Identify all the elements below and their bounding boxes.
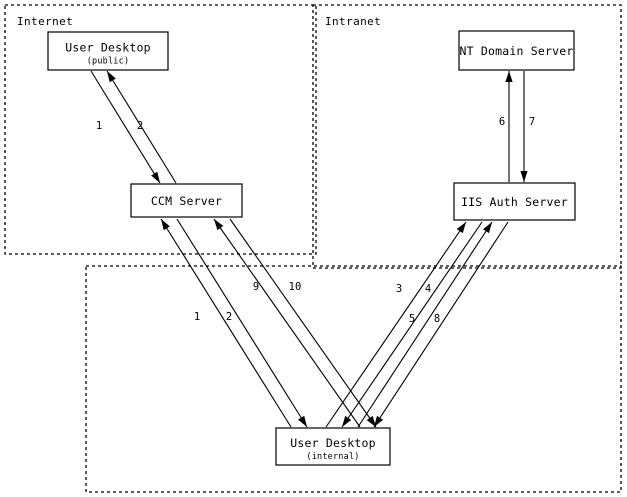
flow-line-flow-2-public	[106, 70, 177, 184]
zone-boundary-intranet	[312, 4, 622, 269]
flow-line-flow-10	[229, 218, 377, 428]
zone-boundaries-layer: Internet Intranet	[4, 4, 622, 493]
arrow-head-flow-2-public	[107, 71, 116, 83]
arrow-head-flow-2-internal	[298, 415, 307, 427]
flow-line-flow-3	[325, 221, 467, 428]
arrow-head-flow-6	[505, 71, 513, 82]
flow-number-labels-layer: 1 2 1 2 3 4 5 8 6 7 9 10	[96, 116, 535, 325]
flow-label-flow-6: 6	[499, 116, 505, 128]
node-box-ccm-server[interactable]	[130, 183, 243, 218]
flow-flow-9	[213, 218, 361, 428]
flow-label-flow-9: 9	[253, 281, 259, 293]
flow-flow-8	[373, 221, 509, 428]
node-iis-auth-server[interactable]: IIS Auth Server	[453, 182, 576, 221]
flow-flow-2-public	[106, 70, 177, 184]
arrow-head-flow-7	[520, 171, 528, 182]
zone-label-internet: Internet	[17, 15, 73, 28]
flow-label-flow-4: 4	[425, 283, 431, 295]
flow-label-flow-10: 10	[289, 281, 302, 293]
flow-line-flow-5	[357, 221, 493, 428]
node-label-user-desktop-internal: User Desktop	[290, 436, 375, 450]
flow-flow-6	[505, 71, 513, 182]
node-ccm-server[interactable]: CCM Server	[130, 183, 243, 218]
flow-label-flow-8: 8	[434, 313, 440, 325]
arrow-head-flow-3	[456, 222, 466, 234]
zone-internet: Internet	[4, 4, 317, 255]
flow-flow-7	[520, 71, 528, 182]
flow-label-flow-1-internal: 1	[194, 311, 200, 323]
zone-intranet: Intranet	[312, 4, 622, 269]
flow-label-flow-5: 5	[409, 313, 415, 325]
flow-line-flow-4	[341, 221, 483, 428]
flow-flow-3	[325, 221, 467, 428]
flow-line-flow-1-public	[90, 70, 161, 184]
zone-boundary-internal	[85, 265, 622, 493]
flow-label-flow-3: 3	[396, 283, 402, 295]
node-nt-domain-server[interactable]: NT Domain Server	[458, 30, 575, 71]
node-user-desktop-internal[interactable]: User Desktop (internal)	[275, 427, 391, 466]
flow-line-flow-9	[213, 218, 361, 428]
flow-line-flow-2-internal	[176, 218, 308, 428]
node-box-user-desktop-internal[interactable]	[275, 427, 391, 466]
arrow-head-flow-1-internal	[161, 219, 170, 231]
arrow-head-flow-9	[214, 219, 224, 231]
zone-boundary-internet	[4, 4, 317, 255]
node-box-iis-auth-server[interactable]	[453, 182, 576, 221]
arrow-head-flow-5	[482, 222, 492, 234]
arrow-head-flow-8	[374, 415, 384, 427]
flow-line-flow-8	[373, 221, 509, 428]
flow-flow-2-internal	[176, 218, 308, 428]
node-user-desktop-public[interactable]: User Desktop (public)	[47, 31, 169, 71]
flow-flow-1-internal	[160, 218, 292, 428]
flow-flow-4	[341, 221, 483, 428]
arrow-head-flow-1-public	[151, 171, 160, 183]
node-sublabel-user-desktop-internal: (internal)	[306, 452, 359, 462]
flow-label-flow-7: 7	[529, 116, 535, 128]
flow-label-flow-1-public: 1	[96, 120, 102, 132]
flow-label-flow-2-public: 2	[137, 120, 143, 132]
node-label-user-desktop-public: User Desktop	[65, 41, 150, 55]
node-box-user-desktop-public[interactable]	[47, 31, 169, 71]
flow-arrows-layer	[90, 70, 528, 428]
node-box-nt-domain-server[interactable]	[458, 30, 575, 71]
zone-internal	[85, 265, 622, 493]
flow-line-flow-1-internal	[160, 218, 292, 428]
arrow-head-flow-10	[366, 415, 376, 427]
flow-flow-1-public	[90, 70, 161, 184]
arrow-head-flow-4	[342, 415, 352, 427]
node-label-ccm-server: CCM Server	[151, 194, 222, 208]
node-sublabel-user-desktop-public: (public)	[87, 57, 130, 67]
flow-label-flow-2-internal: 2	[226, 311, 232, 323]
node-boxes-layer: User Desktop (public) CCM Server NT Domain …	[47, 30, 576, 466]
zone-label-intranet: Intranet	[325, 15, 381, 28]
flow-flow-10	[229, 218, 377, 428]
flow-flow-5	[357, 221, 493, 428]
node-label-iis-auth-server: IIS Auth Server	[461, 195, 568, 209]
node-label-nt-domain-server: NT Domain Server	[460, 44, 574, 58]
